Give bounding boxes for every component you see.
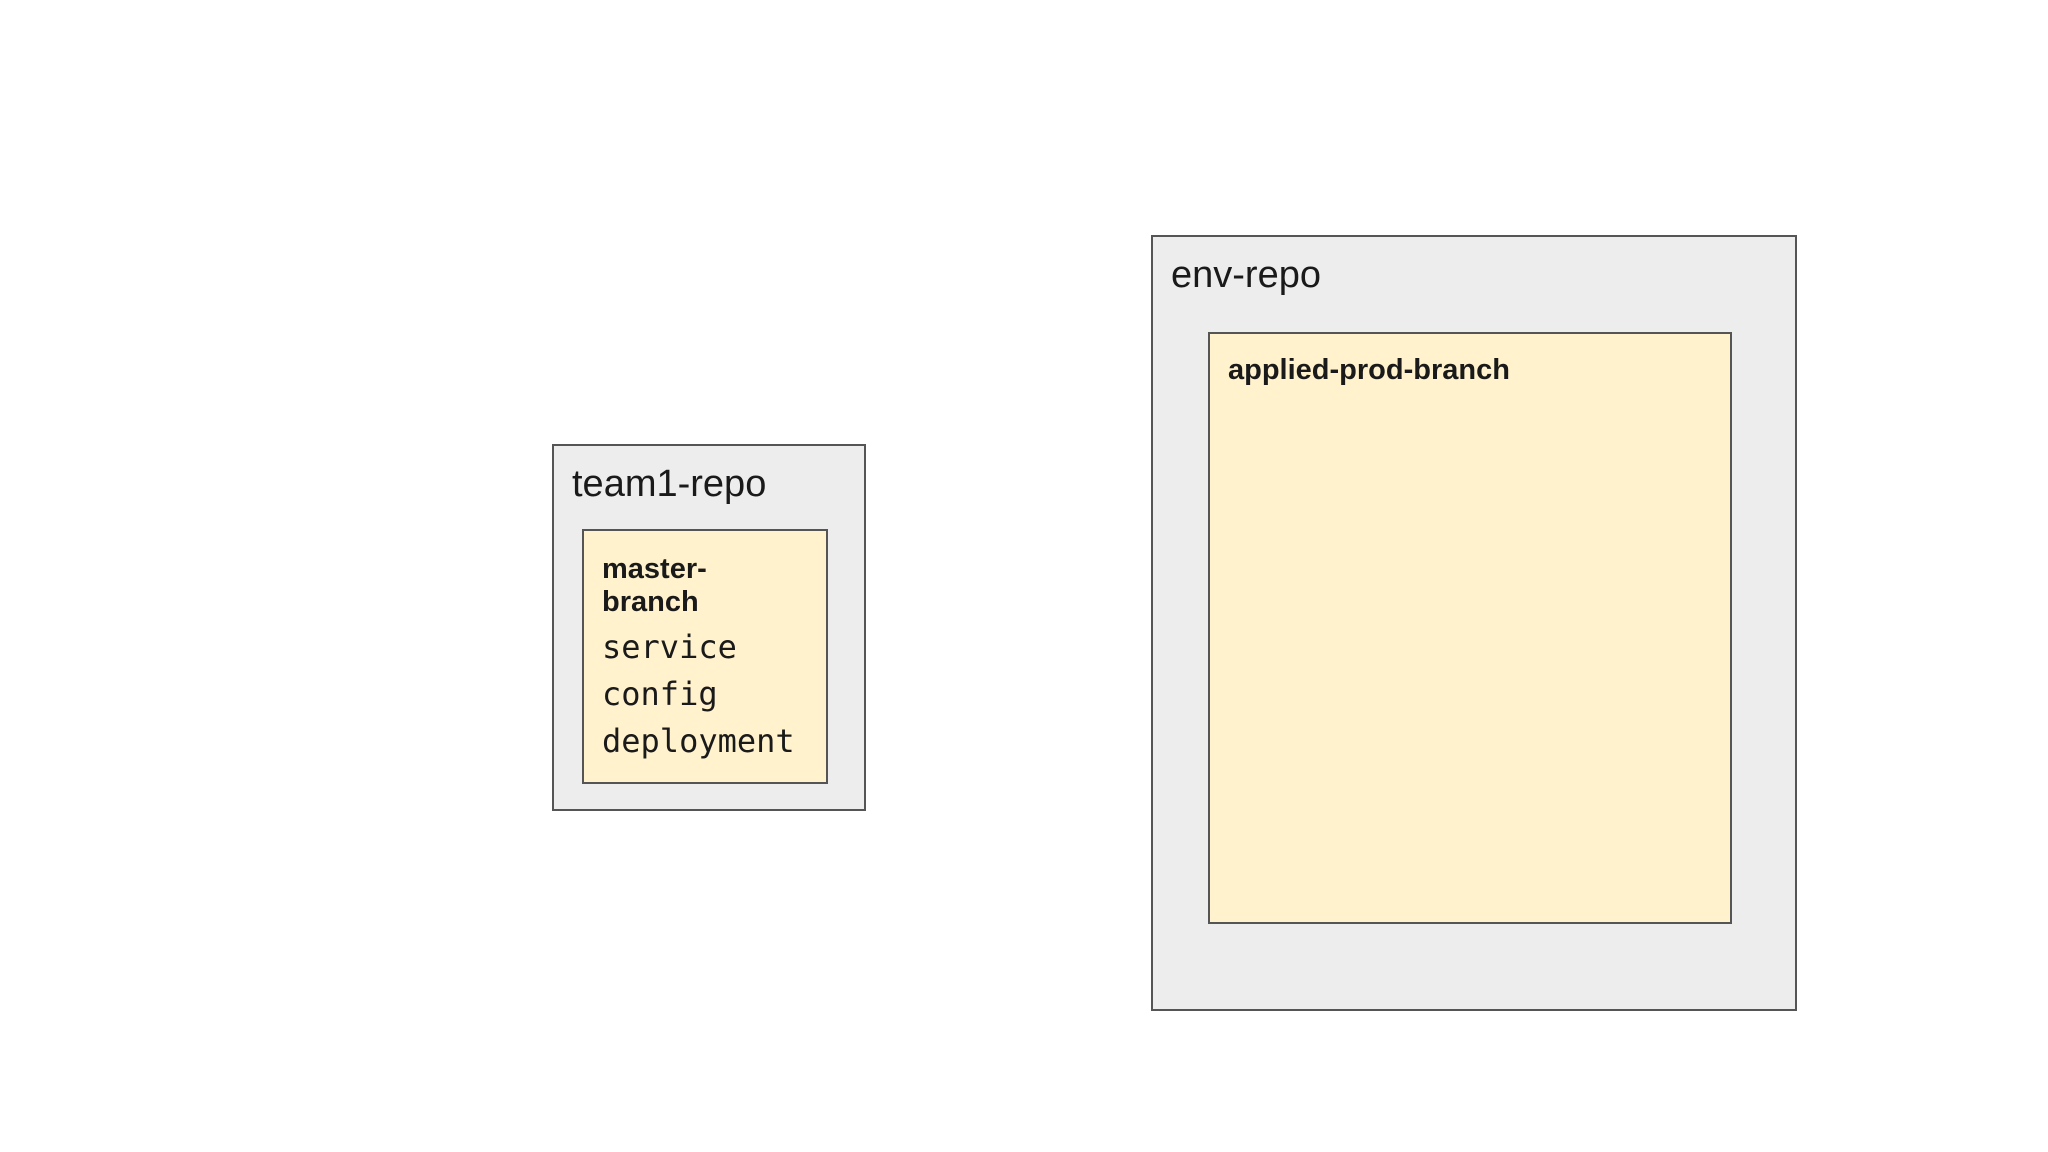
repo-label-team1: team1-repo: [572, 463, 767, 505]
branch-file-list-master: service config deployment: [602, 624, 808, 765]
repo-box-env: env-repo applied-prod-branch: [1151, 235, 1797, 1011]
branch-label-master: master-branch: [602, 553, 707, 618]
branch-file-item: deployment: [602, 722, 795, 760]
branch-label-applied-prod: applied-prod-branch: [1228, 354, 1510, 386]
branch-box-master: master-branch service config deployment: [582, 529, 828, 784]
branch-box-applied-prod: applied-prod-branch: [1208, 332, 1732, 924]
repo-box-team1: team1-repo master-branch service config de…: [552, 444, 866, 811]
branch-file-item: service: [602, 628, 737, 666]
branch-file-item: config: [602, 675, 718, 713]
repo-label-env: env-repo: [1171, 254, 1321, 296]
